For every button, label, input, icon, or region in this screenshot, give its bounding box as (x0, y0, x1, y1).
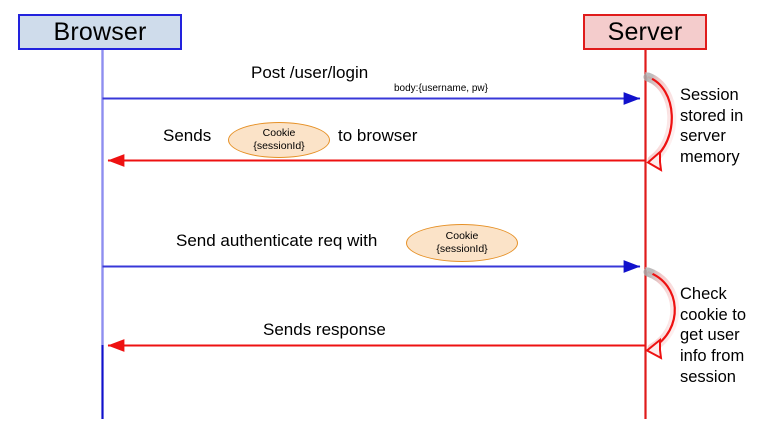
cookie-chip-line1: Cookie (445, 230, 479, 243)
cookie-chip-line1: Cookie (262, 127, 296, 140)
note-check-cookie: Check cookie to get user info from sessi… (680, 285, 747, 386)
message-label-authenticate-req: Send authenticate req with (176, 231, 378, 250)
cookie-chip-session-id-response[interactable]: Cookie {sessionId} (228, 122, 330, 158)
participant-box-browser[interactable]: Browser (18, 14, 182, 50)
cookie-chip-session-id-request[interactable]: Cookie {sessionId} (406, 224, 518, 262)
message-label-sends-suffix: to browser (338, 126, 418, 145)
participant-label-server: Server (607, 17, 683, 46)
message-sublabel-post-login-body: body:{username, pw} (394, 83, 488, 94)
cookie-chip-line2: {sessionId} (436, 243, 488, 255)
cookie-chip-line2: {sessionId} (253, 140, 305, 152)
message-label-sends-response: Sends response (263, 320, 386, 339)
note-session-stored: Session stored in server memory (680, 86, 744, 166)
participant-box-server[interactable]: Server (583, 14, 707, 50)
participant-label-browser: Browser (53, 17, 147, 46)
self-call-check-cookie (643, 267, 680, 360)
message-label-sends-prefix: Sends (163, 126, 212, 145)
self-call-session-stored (643, 72, 677, 172)
message-label-post-login: Post /user/login (251, 63, 369, 82)
